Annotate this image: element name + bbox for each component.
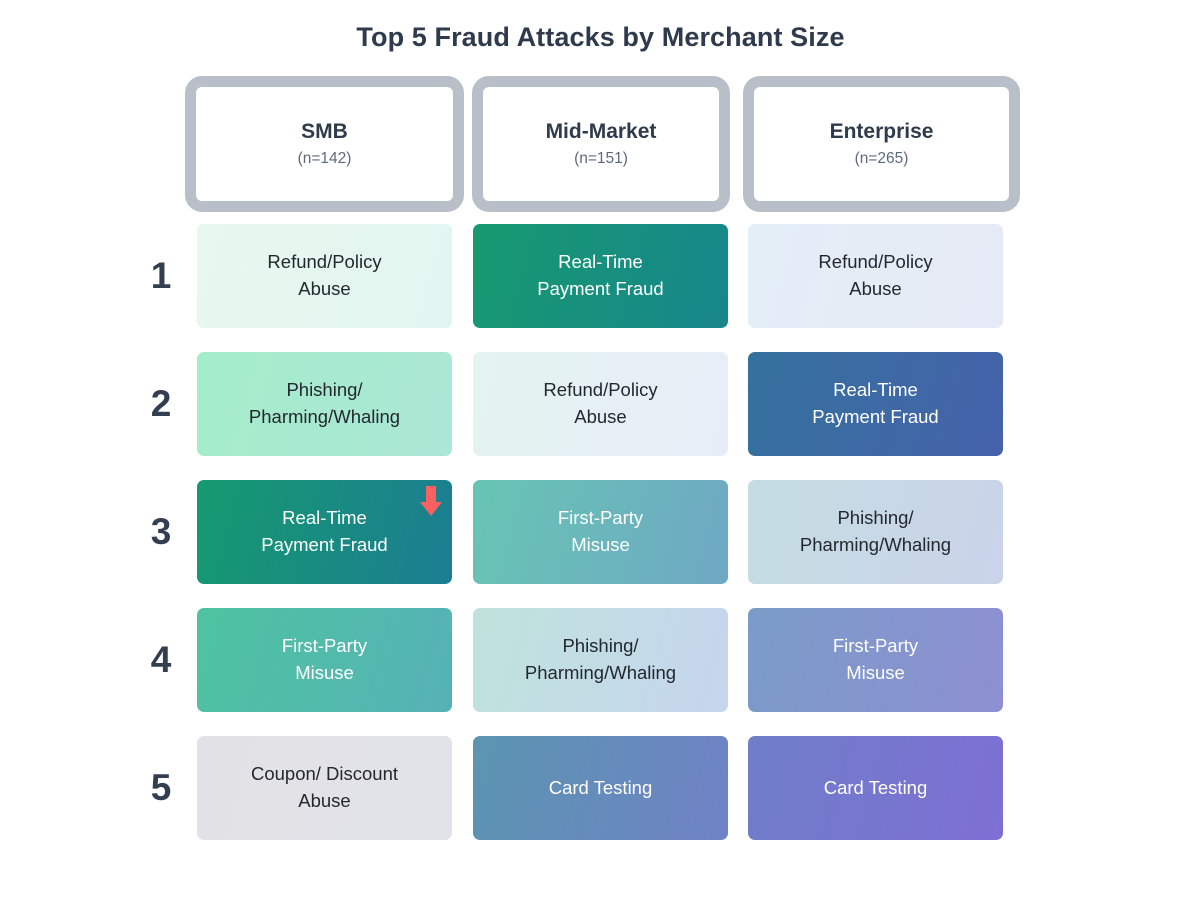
- attack-label: Refund/Policy Abuse: [818, 251, 933, 299]
- attack-label: Phishing/ Pharming/Whaling: [524, 635, 677, 683]
- attack-label: Card Testing: [823, 776, 928, 798]
- column-header-sample-size: (n=151): [574, 149, 628, 167]
- attack-cell[interactable]: Card Testing: [473, 736, 728, 840]
- attack-label: Refund/Policy Abuse: [267, 251, 382, 299]
- attack-cell[interactable]: Real-Time Payment Fraud: [748, 352, 1003, 456]
- column-header-sample-size: (n=265): [854, 149, 909, 167]
- column-header-enterprise[interactable]: Enterprise (n=265): [743, 76, 1020, 212]
- attack-cell[interactable]: Phishing/ Pharming/Whaling: [473, 608, 728, 712]
- rank-row: 2 Phishing/ Pharming/Whaling Refund/Policy…: [0, 352, 1201, 480]
- attack-cell[interactable]: Real-Time Payment Fraud: [473, 224, 728, 328]
- attack-cell[interactable]: Refund/Policy Abuse: [197, 224, 452, 328]
- attack-label: Refund/Policy Abuse: [543, 379, 658, 427]
- rank-row: 5 Coupon/ Discount Abuse Card Testing Card …: [0, 736, 1201, 864]
- attack-cell[interactable]: First-Party Misuse: [197, 608, 452, 712]
- rank-number: 5: [150, 767, 172, 808]
- attack-cell[interactable]: First-Party Misuse: [748, 608, 1003, 712]
- attack-cell[interactable]: Phishing/ Pharming/Whaling: [748, 480, 1003, 584]
- rank-row: 4 First-Party Misuse Phishing/ Pharming/Wh…: [0, 608, 1201, 736]
- attack-cell[interactable]: Card Testing: [748, 736, 1003, 840]
- column-header-name: SMB: [301, 120, 348, 144]
- attack-label: Phishing/ Pharming/Whaling: [799, 507, 952, 555]
- attack-cell[interactable]: Real-Time Payment Fraud: [197, 480, 452, 584]
- rank-row: 1 Refund/Policy Abuse Real-Time Payment Fr…: [0, 224, 1201, 352]
- column-header-sample-size: (n=142): [297, 149, 352, 167]
- attack-cell[interactable]: First-Party Misuse: [473, 480, 728, 584]
- rank-number: 1: [150, 255, 172, 296]
- attack-label: First-Party Misuse: [557, 507, 644, 555]
- rank-number: 2: [150, 383, 172, 424]
- attack-cell[interactable]: Coupon/ Discount Abuse: [197, 736, 452, 840]
- attack-label: First-Party Misuse: [281, 635, 368, 683]
- attack-cell[interactable]: Phishing/ Pharming/Whaling: [197, 352, 452, 456]
- rank-number: 4: [150, 639, 172, 680]
- attack-label: Real-Time Payment Fraud: [537, 251, 664, 299]
- column-header-row: SMB (n=142) Mid-Market (n=151) Enterpris…: [185, 76, 1020, 212]
- column-header-name: Mid-Market: [545, 120, 657, 144]
- column-header-smb[interactable]: SMB (n=142): [185, 76, 464, 212]
- rank-number: 3: [150, 511, 172, 552]
- attack-label: Card Testing: [548, 776, 653, 798]
- attack-label: Real-Time Payment Fraud: [812, 379, 939, 427]
- attack-label: Coupon/ Discount Abuse: [250, 763, 399, 811]
- column-header-name: Enterprise: [829, 120, 934, 144]
- attack-label: Phishing/ Pharming/Whaling: [248, 379, 401, 427]
- column-header-mid-market[interactable]: Mid-Market (n=151): [472, 76, 730, 212]
- attack-cell[interactable]: Refund/Policy Abuse: [473, 352, 728, 456]
- attack-label: First-Party Misuse: [832, 635, 919, 683]
- rank-row: 3 Real-Time Payment Fraud First-Party Misu…: [0, 480, 1201, 608]
- attack-label: Real-Time Payment Fraud: [261, 507, 388, 555]
- page-title: Top 5 Fraud Attacks by Merchant Size: [356, 22, 845, 52]
- down-arrow-icon: [420, 486, 442, 516]
- attack-cell[interactable]: Refund/Policy Abuse: [748, 224, 1003, 328]
